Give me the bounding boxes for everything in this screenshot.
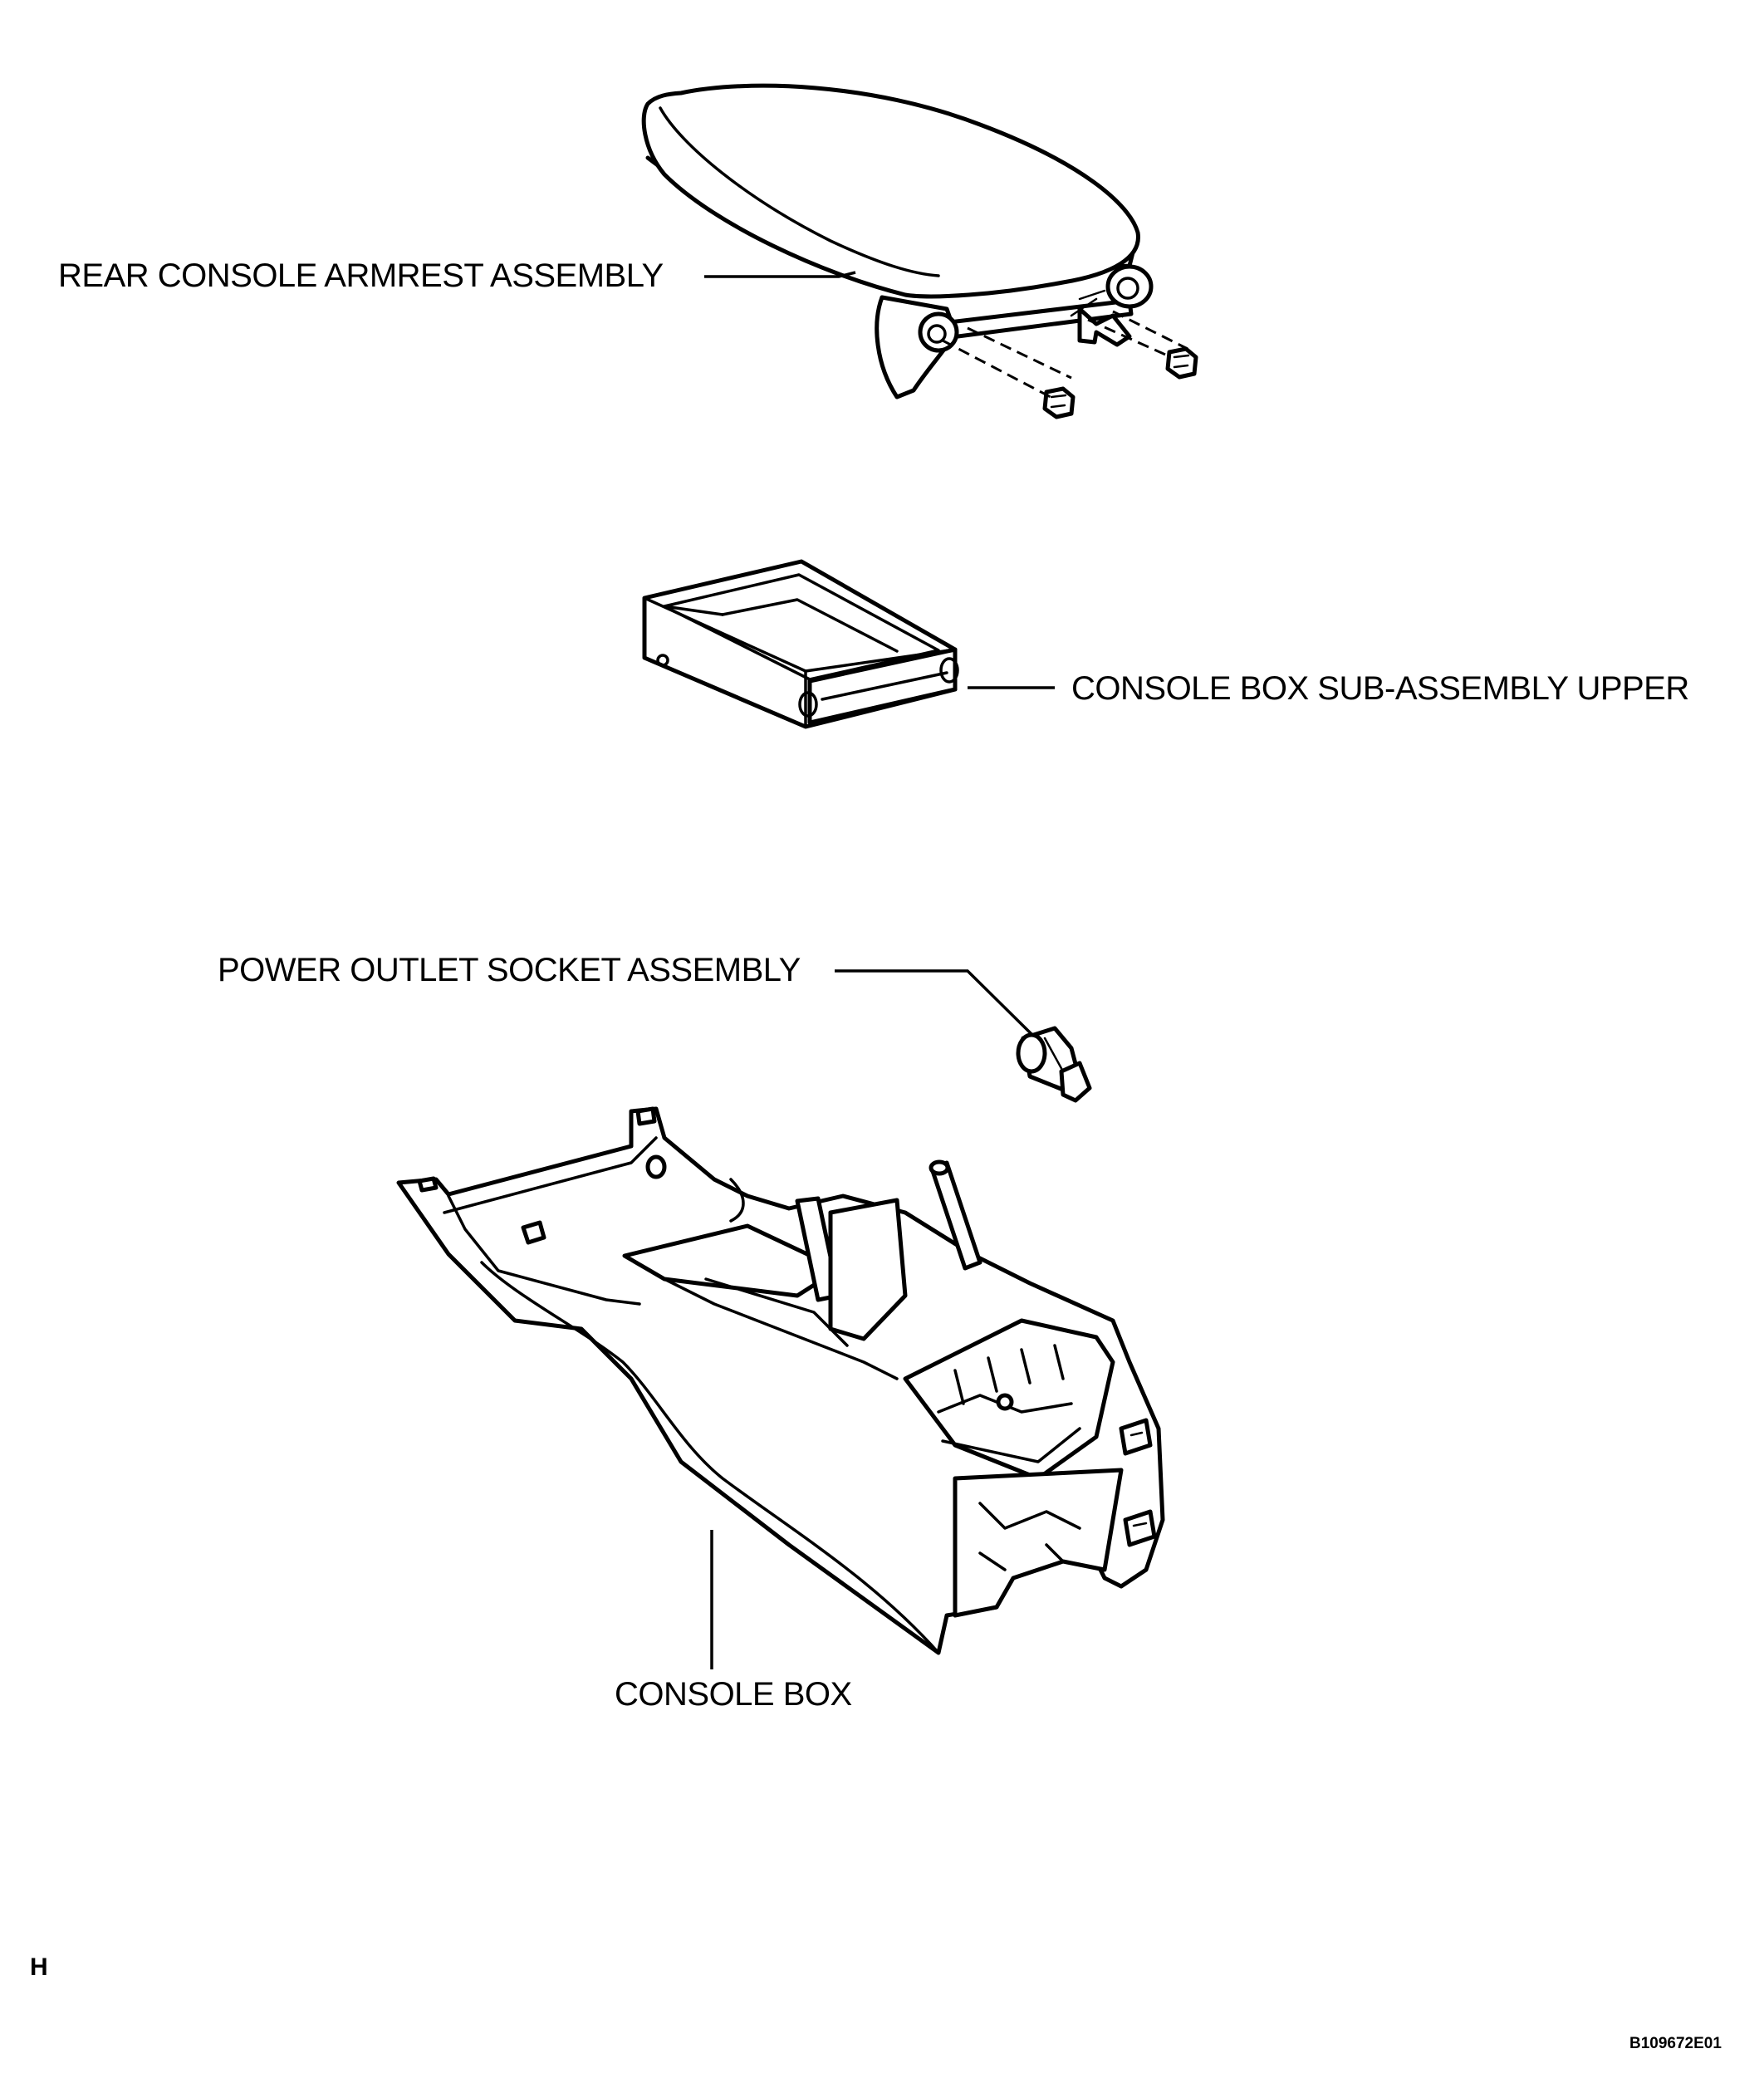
figure-code: B109672E01 (1629, 2035, 1722, 2052)
screw-icon (1165, 346, 1198, 380)
corner-letter: H (30, 1953, 48, 1981)
power-outlet-label: POWER OUTLET SOCKET ASSEMBLY (218, 952, 801, 988)
power-outlet-leader-line (835, 969, 1033, 1036)
console-box-label: CONSOLE BOX (615, 1676, 852, 1713)
box-upper-drawing (642, 559, 959, 729)
box-upper-label: CONSOLE BOX SUB-ASSEMBLY UPPER (1071, 670, 1689, 707)
armrest-assembly-drawing (641, 83, 1198, 419)
console-box-drawing (396, 1106, 1165, 1655)
armrest-leader-line (704, 271, 856, 278)
power-outlet-drawing (1016, 1026, 1092, 1103)
armrest-label: REAR CONSOLE ARMREST ASSEMBLY (58, 257, 664, 294)
screw-icon (1042, 386, 1076, 419)
